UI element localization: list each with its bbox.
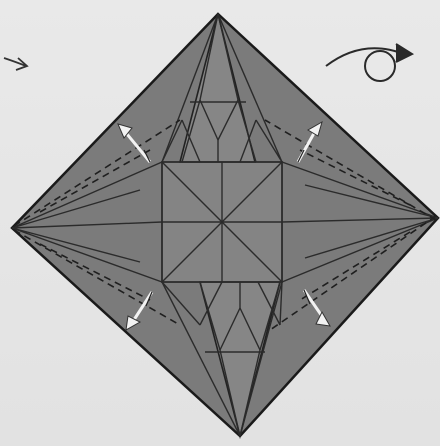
flip-over-arrow-icon	[326, 44, 412, 81]
small-arrow-left-icon	[4, 58, 27, 70]
